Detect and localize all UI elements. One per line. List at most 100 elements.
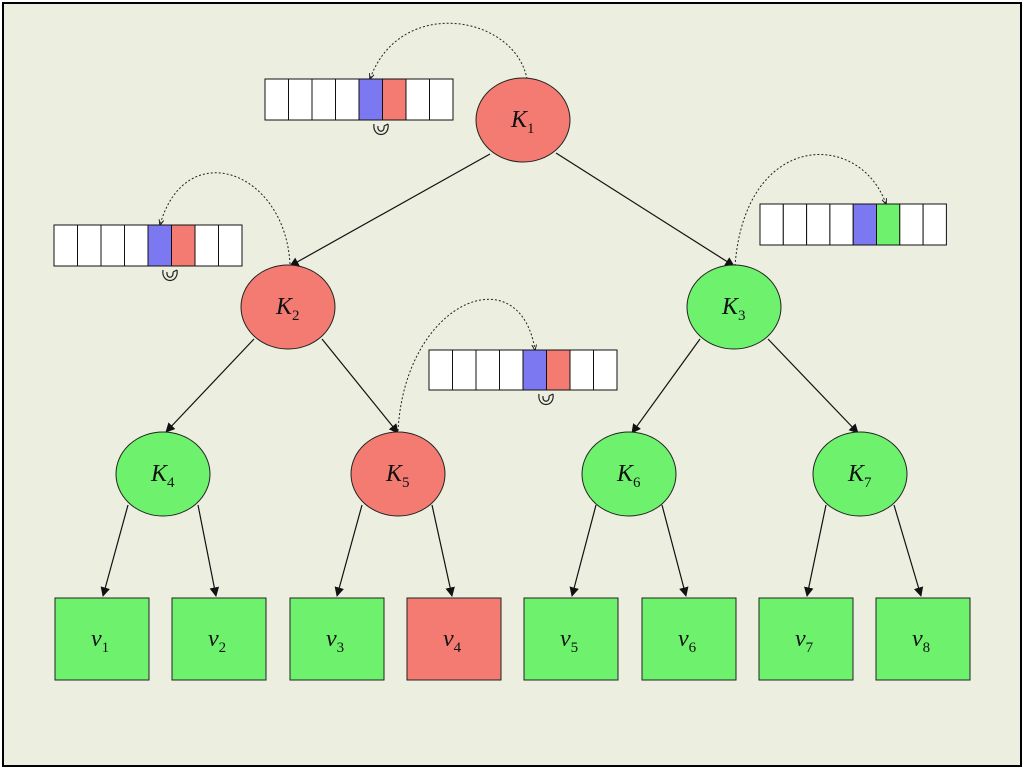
array-k5: [428, 349, 618, 406]
leaf-v3: v3: [289, 597, 385, 681]
edge-k4-v2: [197, 504, 220, 597]
node-label: K1: [510, 107, 535, 137]
leaf-box: [406, 597, 502, 681]
array-cell-white: [428, 349, 453, 391]
array-cell-blue: [358, 78, 383, 121]
leaf-v5: v5: [523, 597, 619, 681]
leaf-box: [875, 597, 971, 681]
array-cell-white: [194, 224, 219, 267]
array-cell-white: [922, 203, 947, 246]
edge-k5-v4: [431, 504, 455, 597]
node-label: K7: [847, 461, 872, 491]
leaf-box: [54, 597, 150, 681]
swap-icon: [373, 123, 389, 136]
leaf-label: v2: [208, 626, 226, 656]
array-cell-white: [311, 78, 336, 121]
node-label: K2: [275, 294, 300, 324]
array-cell-blue: [852, 203, 878, 246]
leaf-box: [289, 597, 385, 681]
array-cell-white: [100, 224, 125, 267]
array-k2: [53, 224, 243, 282]
array-cell-white: [569, 349, 594, 391]
leaf-v4: v4: [406, 597, 502, 681]
array-cell-white: [499, 349, 524, 391]
node-k4: K4: [115, 431, 211, 517]
leaf-label: v5: [560, 626, 578, 656]
array-cell-white: [829, 203, 854, 246]
edge-k7-v7: [804, 504, 827, 597]
node-k3: K3: [686, 264, 782, 350]
array-cell-white: [77, 224, 102, 267]
leaf-box: [641, 597, 737, 681]
leaf-box: [171, 597, 267, 681]
leaf-box: [523, 597, 619, 681]
dotted-link-k3: [734, 154, 886, 267]
array-cell-white: [124, 224, 149, 267]
array-cell-white: [264, 78, 289, 121]
edge-k2-k4: [165, 338, 255, 433]
array-cell-white: [782, 203, 808, 246]
node-k7: K7: [812, 431, 908, 517]
arrays: [53, 78, 947, 406]
array-cell-white: [899, 203, 924, 246]
array-cell-white: [452, 349, 477, 391]
node-ellipse: [686, 264, 782, 350]
array-cell-white: [218, 224, 243, 267]
array-cell-white: [53, 224, 78, 267]
edge-k6-v6: [661, 504, 689, 597]
edge-k1-k3: [555, 152, 735, 267]
leaf-label: v7: [795, 626, 814, 656]
dotted-link-k5: [397, 298, 535, 432]
leaf-label: v8: [912, 626, 930, 656]
node-ellipse: [581, 431, 677, 517]
swap-icon: [538, 393, 554, 406]
leaf-label: v1: [91, 626, 109, 656]
node-label: K5: [385, 461, 410, 491]
leaf-v7: v7: [758, 597, 854, 681]
leaf-v6: v6: [641, 597, 737, 681]
edge-k3-k7: [767, 338, 859, 434]
node-k1: K1: [475, 77, 571, 163]
node-ellipse: [350, 431, 446, 517]
node-ellipse: [475, 77, 571, 163]
array-cell-green: [876, 203, 901, 246]
array-cell-blue: [522, 349, 547, 391]
leaf-label: v6: [678, 626, 697, 656]
leaf-label: v4: [443, 626, 462, 656]
array-cell-white: [475, 349, 500, 391]
array-cell-red: [546, 349, 571, 391]
node-ellipse: [812, 431, 908, 517]
array-cell-white: [335, 78, 360, 121]
array-cell-white: [806, 203, 831, 246]
dotted-link-k1: [370, 22, 528, 79]
leaf-box: [758, 597, 854, 681]
edges: [100, 152, 924, 597]
node-label: K6: [616, 461, 641, 491]
node-label: K4: [150, 461, 175, 491]
array-cell-red: [171, 224, 196, 267]
edge-k4-v1: [100, 504, 129, 597]
node-k2: K2: [240, 264, 336, 350]
edge-k2-k5: [321, 338, 399, 434]
swap-icon: [162, 269, 178, 282]
array-cell-white: [405, 78, 430, 121]
node-k6: K6: [581, 431, 677, 517]
edge-k5-v3: [334, 504, 363, 597]
array-cell-white: [288, 78, 313, 121]
leaf-v1: v1: [54, 597, 150, 681]
node-ellipse: [115, 431, 211, 517]
edge-k6-v5: [569, 504, 597, 597]
leaf-label: v3: [326, 626, 344, 656]
leaf-v8: v8: [875, 597, 971, 681]
edge-k3-k6: [631, 338, 701, 434]
dotted-links: [160, 22, 886, 432]
edge-k7-v8: [893, 504, 924, 597]
node-label: K3: [721, 294, 746, 324]
edge-k1-k2: [289, 153, 491, 267]
array-cell-white: [429, 78, 454, 121]
array-k3: [759, 203, 947, 246]
array-cell-blue: [147, 224, 172, 267]
array-cell-red: [382, 78, 407, 121]
